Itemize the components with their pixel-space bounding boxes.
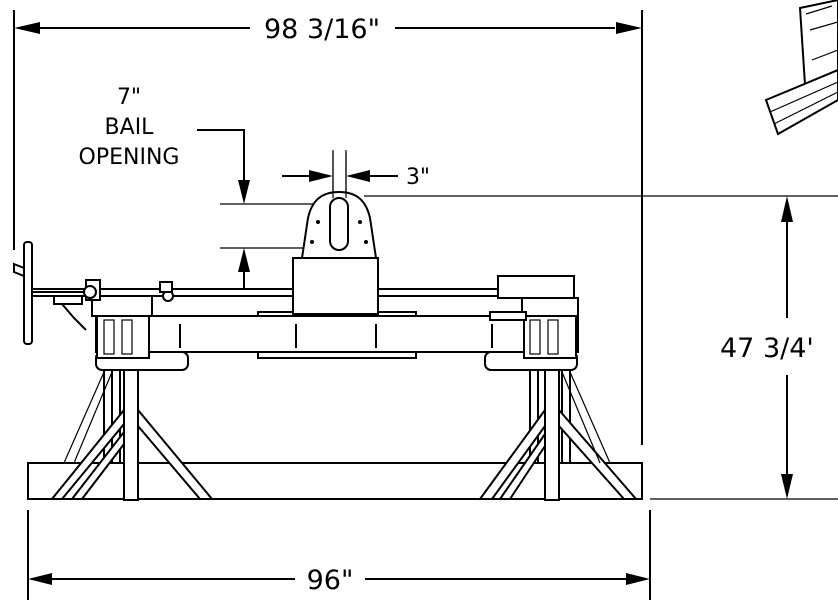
base-width-dimension: 96" xyxy=(27,510,651,600)
inset-iso-view xyxy=(764,0,838,136)
bail-opening-value: 7" xyxy=(117,85,141,110)
overall-width-label: 98 3/16" xyxy=(264,14,380,45)
base-width-label: 96" xyxy=(307,565,354,596)
right-stand xyxy=(478,329,639,501)
bail-opening-line2: OPENING xyxy=(79,145,180,170)
bail-width-dimension: 3" xyxy=(282,152,430,200)
left-gearbox xyxy=(85,279,174,359)
height-label: 47 3/4' xyxy=(720,333,814,364)
left-stand xyxy=(49,329,215,501)
right-motor-box xyxy=(497,275,579,317)
height-dimension: 47 3/4' xyxy=(364,195,838,500)
overall-width-dimension: 98 3/16" xyxy=(13,10,643,445)
hand-wheel xyxy=(13,241,97,345)
bail-width-label: 3" xyxy=(406,165,430,190)
right-gearbox xyxy=(489,311,577,359)
center-mast xyxy=(292,150,379,315)
bail-opening-line1: BAIL xyxy=(105,115,155,140)
